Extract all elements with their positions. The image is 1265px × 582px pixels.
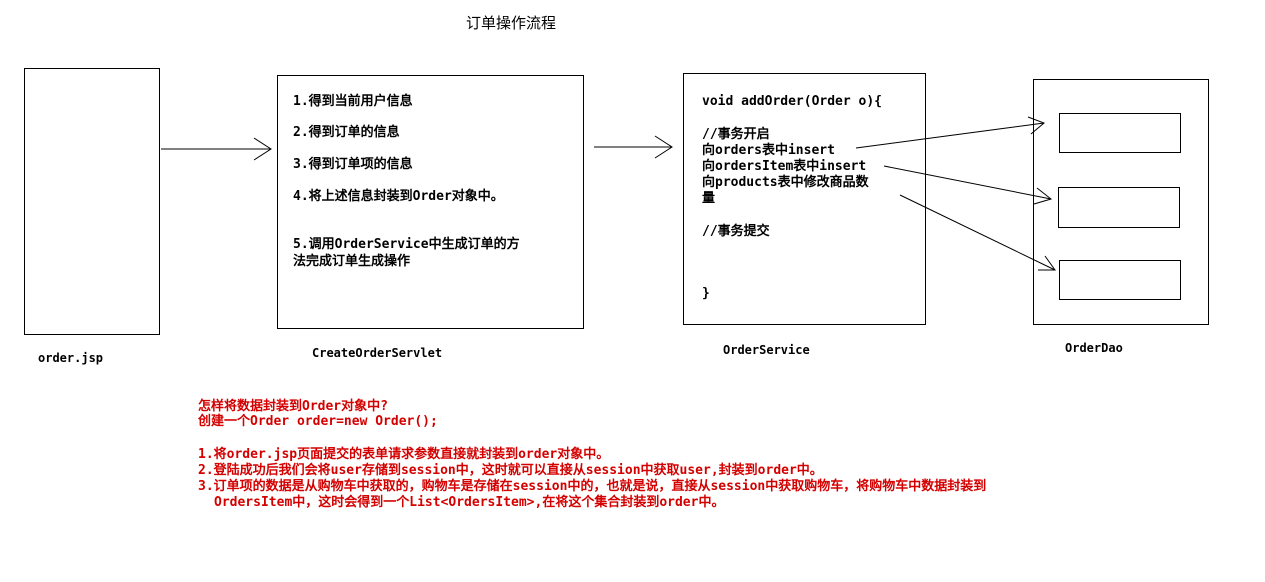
order-service-box: void addOrder(Order o){ //事务开启 向orders表中…: [683, 73, 926, 325]
service-tx-begin-comment: //事务开启: [702, 127, 770, 142]
note-create-order: 创建一个Order order=new Order();: [198, 414, 438, 429]
note-step-3-cont: OrdersItem中，这时会得到一个List<OrdersItem>,在将这个…: [214, 495, 725, 510]
note-step-2: 2.登陆成功后我们会将user存储到session中，这时就可以直接从sessi…: [198, 463, 823, 478]
service-closing-brace: }: [702, 286, 710, 301]
service-insert-orders: 向orders表中insert: [702, 143, 835, 158]
dao-products-table-box: [1059, 260, 1181, 300]
servlet-step-2: 2.得到订单的信息: [293, 125, 400, 140]
service-method-signature: void addOrder(Order o){: [702, 94, 883, 109]
order-service-label: OrderService: [723, 343, 810, 357]
order-dao-box: [1033, 79, 1209, 325]
servlet-step-1: 1.得到当前用户信息: [293, 94, 413, 109]
diagram-title: 订单操作流程: [466, 14, 557, 32]
order-jsp-label: order.jsp: [38, 351, 104, 365]
arrow-servlet-to-service: [594, 135, 673, 159]
dao-orders-item-table-box: [1058, 187, 1180, 228]
servlet-step-5-cont: 法完成订单生成操作: [293, 254, 411, 269]
create-order-servlet-box: 1.得到当前用户信息 2.得到订单的信息 3.得到订单项的信息 4.将上述信息封…: [277, 75, 584, 329]
note-step-1: 1.将order.jsp页面提交的表单请求参数直接就封装到order对象中。: [198, 447, 610, 462]
service-insert-orders-item: 向ordersItem表中insert: [702, 159, 867, 174]
order-dao-label: OrderDao: [1065, 341, 1123, 355]
create-order-servlet-label: CreateOrderServlet: [312, 346, 443, 360]
servlet-step-4: 4.将上述信息封装到Order对象中。: [293, 189, 504, 204]
order-jsp-box: [24, 68, 160, 335]
note-step-3: 3.订单项的数据是从购物车中获取的，购物车是存储在session中的，也就是说，…: [198, 479, 987, 494]
servlet-step-3: 3.得到订单项的信息: [293, 157, 413, 172]
arrow-jsp-to-servlet: [161, 137, 272, 161]
note-question: 怎样将数据封装到Order对象中?: [198, 399, 388, 414]
dao-orders-table-box: [1059, 113, 1181, 153]
service-tx-commit-comment: //事务提交: [702, 224, 770, 239]
service-update-products-cont: 量: [702, 191, 716, 206]
service-update-products: 向products表中修改商品数: [702, 175, 869, 190]
servlet-step-5: 5.调用OrderService中生成订单的方: [293, 237, 520, 252]
